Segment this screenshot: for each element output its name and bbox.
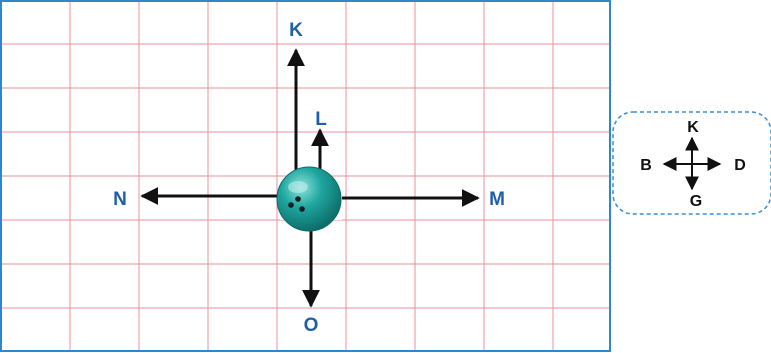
compass-label-west: B [640,157,652,174]
label-k: K [289,20,303,41]
bowling-ball-icon [276,166,342,232]
compass-label-north: K [687,119,699,136]
label-m: M [489,189,505,210]
compass-label-south: G [690,193,702,210]
grid-border [0,0,611,352]
label-n: N [113,189,127,210]
label-o: O [304,315,319,336]
label-l: L [315,109,327,130]
compass-key: K G B D [612,111,771,215]
compass-label-east: D [734,157,746,174]
